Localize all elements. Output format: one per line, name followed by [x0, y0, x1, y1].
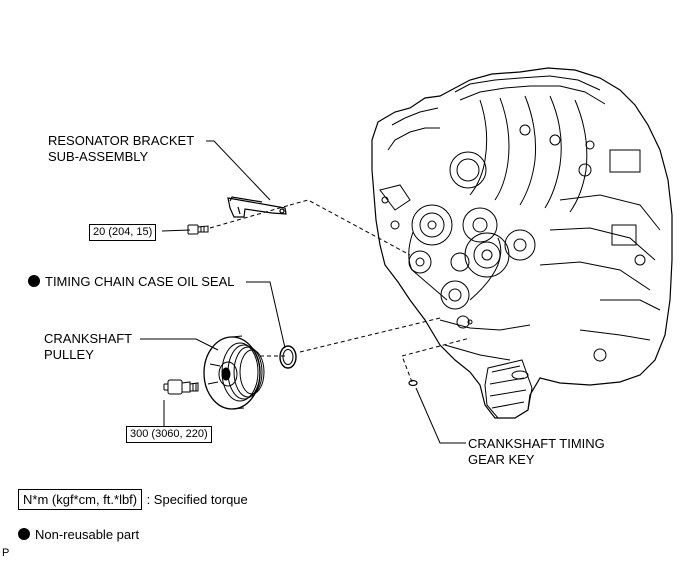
leader-lines	[140, 140, 466, 444]
crankshaft-pulley-part	[203, 335, 265, 410]
resonator-bracket-label-line1: RESONATOR BRACKET	[48, 133, 195, 148]
oil-seal-part	[279, 345, 297, 369]
crankshaft-key-label-line2: GEAR KEY	[468, 452, 535, 467]
resonator-bracket-label-line2: SUB-ASSEMBLY	[48, 149, 149, 164]
torque-unit-box: N*m (kgf*cm, ft.*lbf)	[18, 489, 143, 510]
crankshaft-pulley-label-line1: CRANKSHAFT	[44, 331, 133, 346]
legend-torque: N*m (kgf*cm, ft.*lbf) : Specified torque	[18, 489, 248, 510]
resonator-bracket-part	[227, 196, 287, 218]
crankshaft-pulley-label: CRANKSHAFT PULLEY	[44, 331, 132, 363]
pulley-bolt-part	[163, 379, 199, 395]
pulley-bolt-torque-spec: 300 (3060, 220)	[126, 426, 212, 443]
torque-desc: : Specified torque	[146, 492, 248, 507]
crankshaft-key-part	[408, 379, 418, 387]
bracket-bolt-part	[187, 224, 209, 235]
filled-circle-icon	[28, 275, 40, 287]
corner-mark: P	[2, 547, 10, 559]
bracket-bolt-torque-spec: 20 (204, 15)	[89, 224, 157, 241]
resonator-bracket-label: RESONATOR BRACKET SUB-ASSEMBLY	[48, 133, 194, 165]
crankshaft-pulley-label-line2: PULLEY	[44, 347, 94, 362]
engine-assembly-drawing	[371, 67, 673, 419]
filled-circle-icon	[18, 528, 30, 540]
alignment-lines	[209, 199, 471, 383]
crankshaft-key-label-line1: CRANKSHAFT TIMING	[468, 436, 605, 451]
crankshaft-key-label: CRANKSHAFT TIMING GEAR KEY	[468, 436, 605, 468]
legend-nonreusable: Non-reusable part	[18, 527, 139, 543]
oil-seal-label-text: TIMING CHAIN CASE OIL SEAL	[45, 274, 235, 289]
nonreusable-text: Non-reusable part	[35, 527, 140, 542]
oil-seal-label: TIMING CHAIN CASE OIL SEAL	[28, 274, 235, 290]
